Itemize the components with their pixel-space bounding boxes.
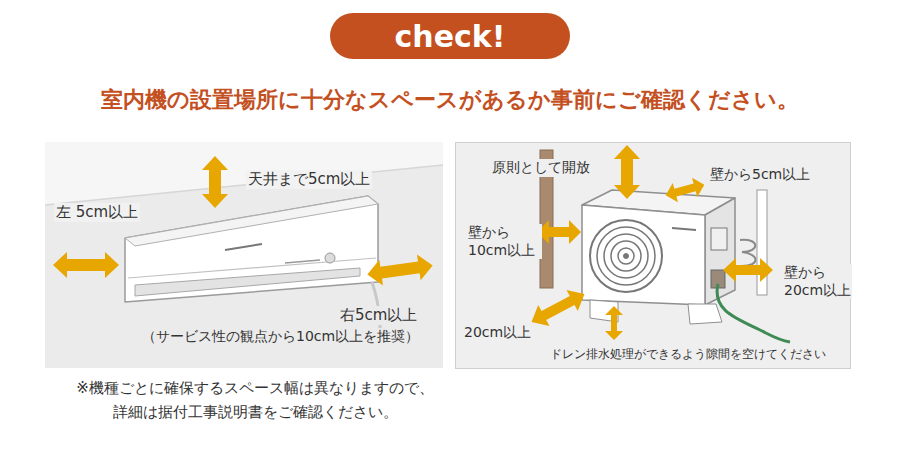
heading: 室内機の設置場所に十分なスペースがあるか事前にご確認ください。 (0, 86, 900, 114)
right-wall-arrow (723, 258, 773, 282)
indoor-panel (45, 142, 443, 368)
dimension-label: 壁から5cm以上 (708, 166, 812, 184)
sensor (325, 253, 335, 263)
outdoor-side (705, 198, 735, 305)
ceiling (45, 142, 443, 205)
left-wall-arrow (537, 220, 581, 244)
dimension-label: 右5cm以上 (338, 306, 419, 325)
drain-gap-arrow (605, 306, 623, 340)
brand-mark (672, 228, 696, 230)
dimension-label: 壁から 20cm以上 (782, 264, 852, 299)
grille-hub (624, 254, 629, 259)
grille-ring (604, 234, 648, 278)
fan-grille (590, 220, 662, 292)
grille-ring (611, 241, 641, 271)
drain-hose (717, 284, 790, 342)
back-arrow (663, 175, 707, 205)
display-strip (285, 260, 320, 263)
outdoor-panel (456, 143, 851, 369)
indoor-unit (125, 196, 378, 302)
louver (135, 268, 360, 296)
dimension-label: 左 5cm以上 (54, 203, 140, 222)
brand-mark (225, 244, 262, 250)
outdoor-front (582, 205, 705, 305)
dimension-label: 20cm以上 (462, 324, 533, 342)
clearance-arrows (53, 156, 434, 287)
right-arrow (366, 253, 435, 288)
dimension-label: 壁から 10cm以上 (466, 224, 542, 259)
grille-ring (618, 248, 634, 264)
valve-cover (711, 228, 727, 250)
stand-foot (688, 304, 722, 324)
dimension-label: 原則として開放 (490, 159, 592, 177)
left-arrow (53, 252, 119, 278)
check-badge: check! (330, 13, 570, 59)
footnote: ※機種ごとに確保するスペース幅は異なりますので、 詳細は据付工事説明書をご確認く… (55, 376, 455, 424)
badge-text: check! (395, 19, 506, 54)
note-label: （サービス性の観点から10cm以上を推奨） (140, 328, 421, 346)
dimension-label: 天井まで5cm以上 (246, 170, 372, 189)
indoor-unit-top (125, 196, 378, 246)
grille-ring (597, 227, 655, 285)
grille-ring (590, 220, 662, 292)
ceiling-edge (45, 165, 443, 205)
pipe-coil (740, 240, 756, 266)
top-arrow (614, 145, 640, 199)
ceiling-arrow (202, 156, 228, 208)
note-label: ドレン排水処理ができるよう隙間を空けてください (548, 347, 828, 362)
front-arrow (526, 283, 590, 332)
